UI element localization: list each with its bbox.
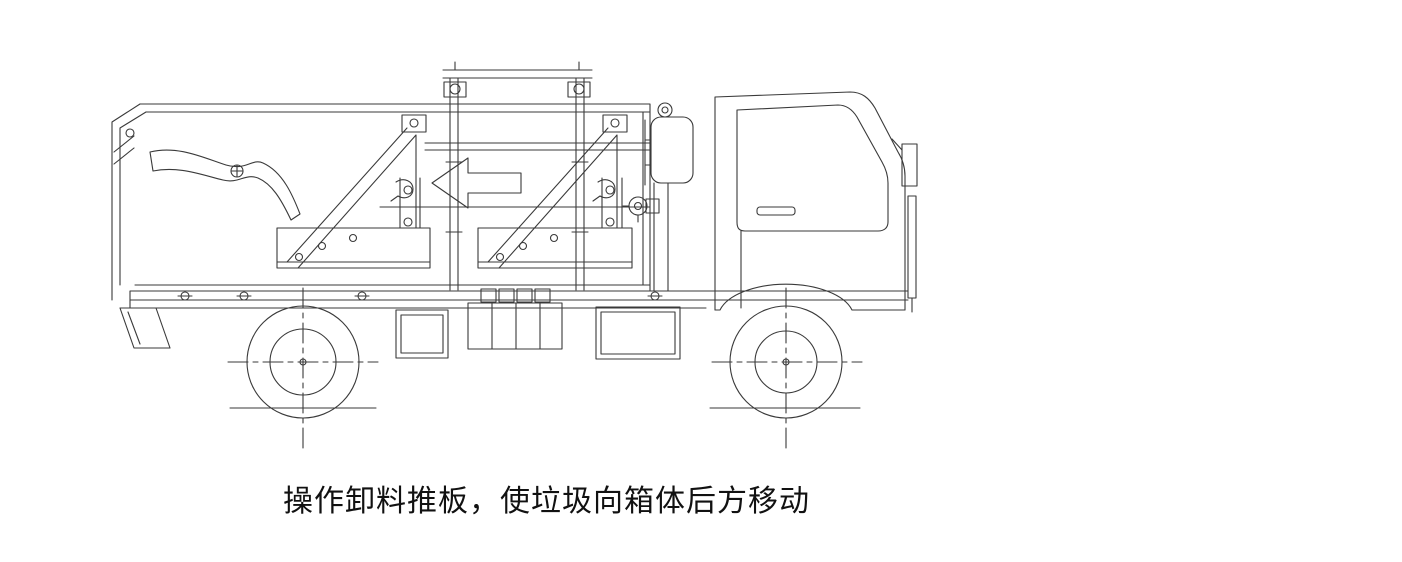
truck-drawing [111,61,918,453]
mud-flap [119,307,171,349]
tailgate-arm [149,149,301,221]
front-grab-rail [907,195,917,299]
front-wheel [709,287,863,453]
door-handle [756,206,796,216]
toolbox-right [595,306,681,360]
toolbox-left [395,309,449,359]
lift-arm-right [477,114,633,269]
truck-cab [714,91,918,313]
side-mirror [901,143,918,187]
box-body [111,103,651,301]
expansion-tank [644,102,694,292]
lift-arm-left [276,114,431,269]
push-direction-arrow [431,157,522,209]
lifter-frame [442,61,593,291]
pump-unit [622,196,660,223]
caption: 操作卸料推板，使垃圾向箱体后方移动 [283,485,810,518]
chassis-frame [129,290,909,309]
cab-window [736,104,889,232]
battery-box [467,288,563,350]
rear-wheel [227,287,379,453]
